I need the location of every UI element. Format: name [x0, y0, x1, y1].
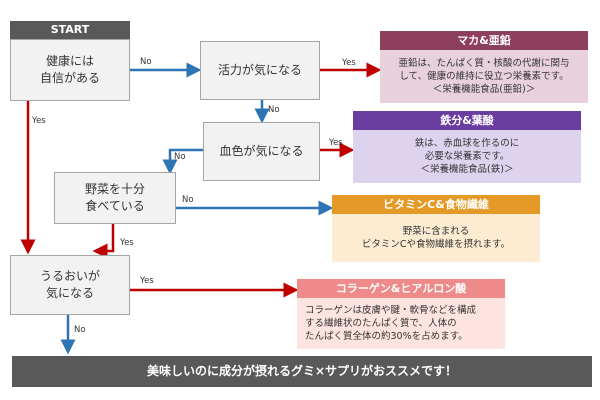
result-body-maca-zinc: 亜鉛は、たんぱく質・核酸の代謝に関与 して、健康の維持に役立つ栄養素です。 ＜栄… [380, 50, 588, 103]
question-box-vegetables: 野菜を十分 食べている [54, 172, 176, 224]
recommendation-banner: 美味しいのに成分が摂れるグミ×サプリがおススメです！ [12, 356, 592, 387]
question-box-moisture: うるおいが 気になる [10, 255, 130, 315]
question-text-vegetables: 野菜を十分 食べている [84, 182, 145, 213]
question-box-complexion: 血色が気になる [203, 122, 320, 181]
label-no-q2-q3: No [268, 105, 280, 115]
result-title-vitamin-fiber: ビタミンC&食物繊維 [332, 195, 540, 214]
label-no-q5-footer: No [74, 325, 86, 335]
arrow-q3-to-q4 [162, 148, 203, 175]
result-body-collagen-hyaluronic: コラーゲンは皮膚や腱・軟骨などを構成 する繊維状のたんぱく質で、人体の たんぱく… [297, 298, 505, 349]
result-box-maca-zinc: マカ&亜鉛 亜鉛は、たんぱく質・核酸の代謝に関与 して、健康の維持に役立つ栄養素… [380, 31, 588, 103]
label-yes-q1-q5: Yes [32, 116, 46, 126]
result-box-iron-folate: 鉄分&葉酸 鉄は、赤血球を作るのに 必要な栄養素です。 ＜栄養機能食品(鉄)＞ [353, 111, 581, 183]
result-box-vitamin-fiber: ビタミンC&食物繊維 野菜に含まれる ビタミンCや食物繊維を摂れます。 [332, 195, 540, 262]
start-label: START [10, 21, 130, 39]
result-title-maca-zinc: マカ&亜鉛 [380, 31, 588, 50]
result-box-collagen-hyaluronic: コラーゲン&ヒアルロン酸 コラーゲンは皮膚や腱・軟骨などを構成 する繊維状のたん… [297, 279, 505, 349]
question-text-vitality: 活力が気になる [217, 63, 302, 77]
label-yes-q3-r2: Yes [329, 138, 343, 148]
arrow-q4-to-q5 [92, 224, 115, 259]
result-body-iron-folate: 鉄は、赤血球を作るのに 必要な栄養素です。 ＜栄養機能食品(鉄)＞ [353, 130, 581, 183]
label-yes-q4-q5: Yes [120, 238, 134, 248]
question-text-complexion: 血色が気になる [219, 144, 304, 158]
question-box-vitality: 活力が気になる [200, 41, 320, 100]
question-text-health: 健康には 自信がある [39, 54, 100, 85]
question-text-moisture: うるおいが 気になる [39, 269, 100, 300]
question-box-health: 健康には 自信がある [10, 39, 130, 101]
label-yes-q5-r4: Yes [140, 276, 154, 286]
result-title-collagen-hyaluronic: コラーゲン&ヒアルロン酸 [297, 279, 505, 298]
label-no-q4-r3: No [182, 195, 194, 205]
label-yes-q2-r1: Yes [342, 58, 356, 68]
label-no-q3-q4: No [174, 152, 186, 162]
result-title-iron-folate: 鉄分&葉酸 [353, 111, 581, 130]
label-no-q1-q2: No [140, 57, 152, 67]
result-body-vitamin-fiber: 野菜に含まれる ビタミンCや食物繊維を摂れます。 [332, 214, 540, 262]
